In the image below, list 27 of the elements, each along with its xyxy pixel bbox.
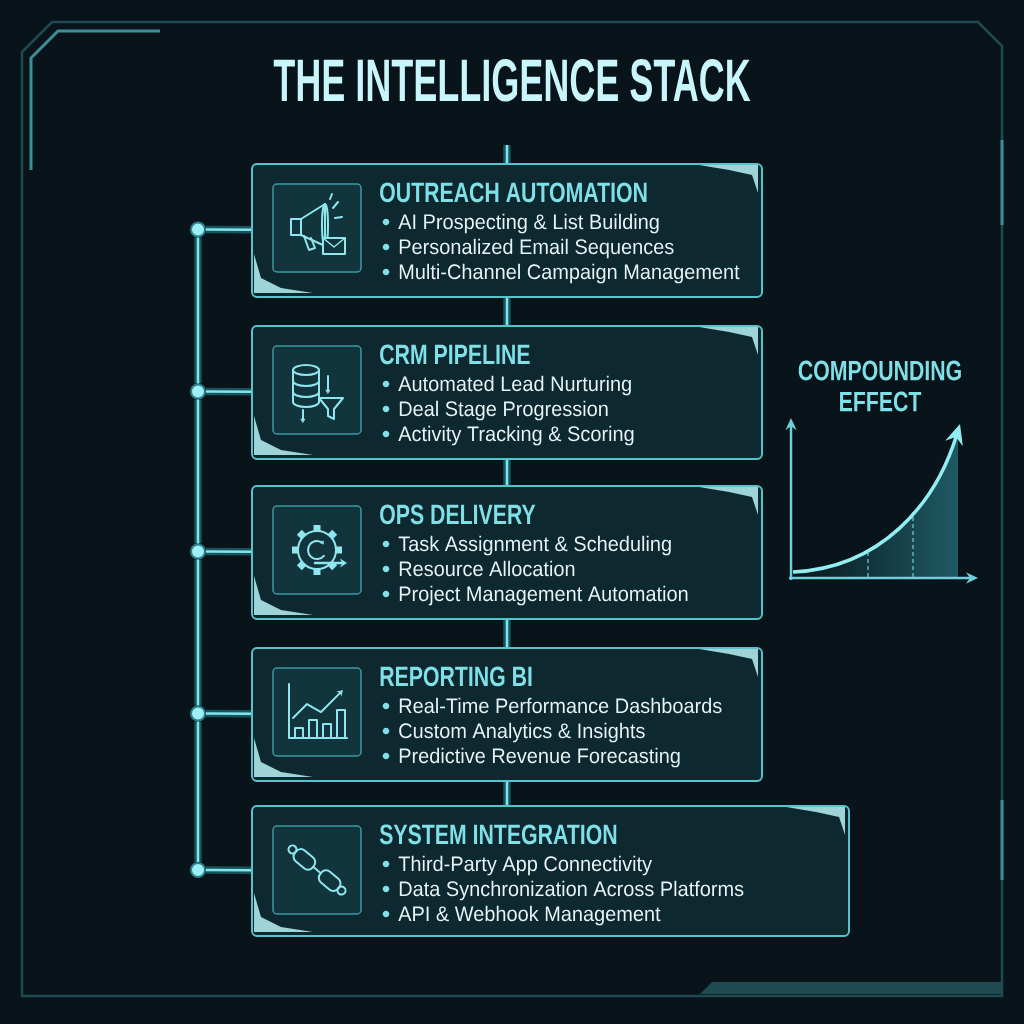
list-item: Data Synchronization Across Platforms [399,880,744,901]
chart-label: COMPOUNDING EFFECT [798,360,961,412]
list-item: Multi-Channel Campaign Management [399,263,740,284]
card-heading: REPORTING BI [380,666,532,687]
list-item: Personalized Email Sequences [399,238,674,259]
junction-dot [190,705,206,722]
junction-dot [190,862,206,878]
card-heading: OUTREACH AUTOMATION [380,182,647,203]
list-item: Third-Party App Connectivity [398,855,653,876]
list-item: Custom Analytics & Insights [399,722,645,743]
card-heading: CRM PIPELINE [380,344,530,365]
list-item: Project Management Automation [399,585,688,606]
list-item: Task Assignment & Scheduling [398,535,671,556]
list-item: Resource Allocation [399,560,575,577]
card-heading: SYSTEM INTEGRATION [379,824,617,845]
list-item: API & Webhook Management [398,905,661,926]
list-item: Real-Time Performance Dashboards [399,697,722,714]
card-heading: OPS DELIVERY [380,504,536,525]
junction-dot [190,543,206,560]
junction-dot [190,383,206,400]
list-item: AI Prospecting & List Building [398,213,659,234]
list-item: Automated Lead Nurturing [398,375,631,396]
list-item: Predictive Revenue Forecasting [399,747,680,768]
junction-dot [190,221,206,238]
list-item: Activity Tracking & Scoring [398,425,634,446]
list-item: Deal Stage Progression [399,400,608,421]
title: THE INTELLIGENCE STACK [273,59,751,102]
